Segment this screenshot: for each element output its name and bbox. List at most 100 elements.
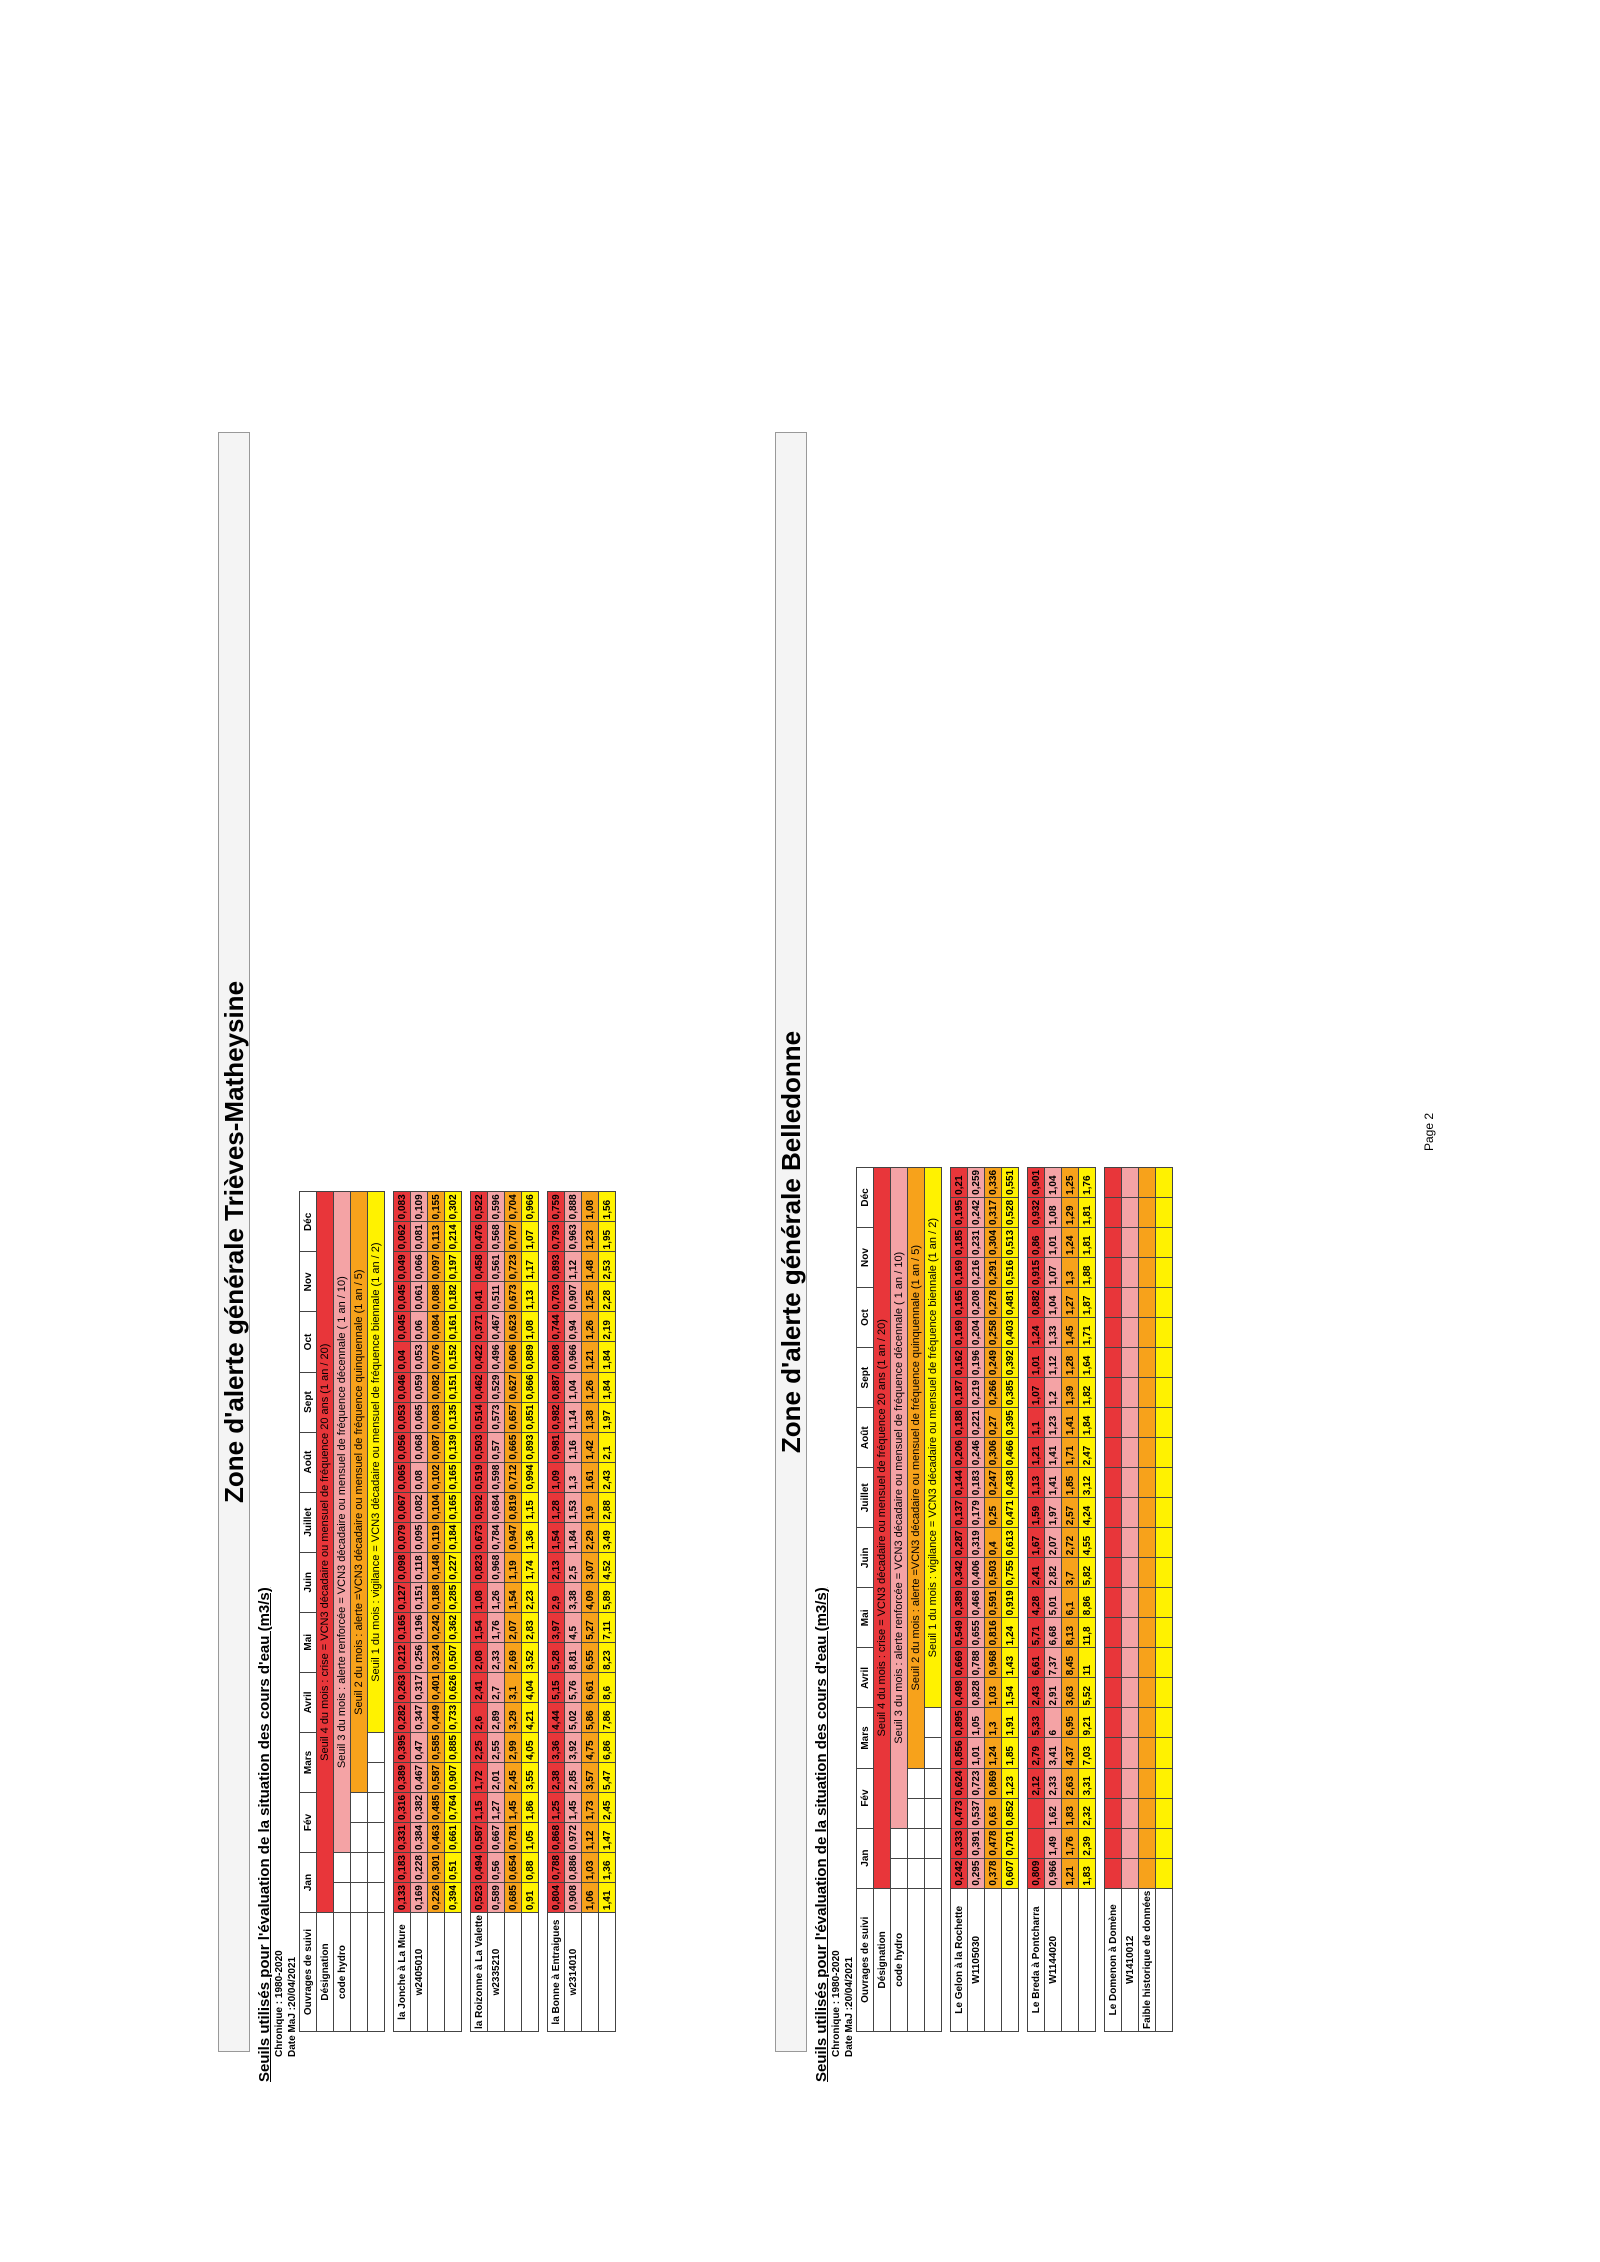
seuil-2: Seuil 3 du mois : alerte renforcée = VCN… — [890, 1167, 908, 1829]
value-cell: 2,43 — [1027, 1677, 1045, 1708]
value-cell — [1138, 1377, 1156, 1408]
value-cell — [1027, 1798, 1045, 1829]
value-cell: 6,68 — [1044, 1617, 1062, 1648]
value-cell: 0,919 — [1001, 1587, 1019, 1618]
value-cell: 0,259 — [967, 1167, 985, 1198]
value-cell — [1121, 1497, 1139, 1528]
value-cell: 0,21 — [950, 1167, 968, 1198]
value-cell — [1121, 1437, 1139, 1468]
value-cell: 0,395 — [1001, 1407, 1019, 1438]
value-cell: 4,75 — [581, 1732, 599, 1763]
value-cell: 0,095 — [410, 1522, 428, 1553]
legend-label — [924, 1888, 942, 2032]
station-row: Le Domenon à Domène — [1104, 1167, 1122, 2032]
value-cell: 0,591 — [984, 1587, 1002, 1618]
value-cell: 0,256 — [410, 1642, 428, 1673]
value-cell: 0,148 — [427, 1552, 445, 1583]
value-cell: 0,528 — [1001, 1197, 1019, 1228]
value-cell: 0,278 — [984, 1287, 1002, 1318]
value-cell: 2,91 — [1044, 1677, 1062, 1708]
value-cell: 0,083 — [393, 1191, 411, 1222]
value-cell: 0,389 — [950, 1587, 968, 1618]
blank-cell — [350, 1852, 368, 1883]
value-cell: 0,102 — [427, 1462, 445, 1493]
value-cell: 0,046 — [393, 1372, 411, 1403]
value-cell: 0,932 — [1027, 1197, 1045, 1228]
station-label: w2405010 — [410, 1912, 428, 2032]
value-cell — [1138, 1287, 1156, 1318]
value-cell — [1138, 1227, 1156, 1258]
blank-cell — [350, 1822, 368, 1853]
station-row: Faible historique de données — [1138, 1167, 1156, 2032]
value-cell: 1,41 — [598, 1882, 616, 1913]
value-cell: 1,21 — [1061, 1858, 1079, 1889]
value-cell — [1104, 1768, 1122, 1799]
value-cell: 1,3 — [564, 1462, 582, 1493]
value-cell — [1155, 1347, 1173, 1378]
value-cell: 0,084 — [427, 1311, 445, 1342]
value-cell: 0,319 — [967, 1527, 985, 1558]
month-header: Mai — [299, 1612, 317, 1673]
value-cell: 1,1 — [1027, 1407, 1045, 1438]
value-cell: 0,907 — [444, 1762, 462, 1793]
value-cell: 3,41 — [1044, 1737, 1062, 1769]
value-cell: 0,784 — [487, 1522, 505, 1553]
value-cell: 6,61 — [581, 1672, 599, 1703]
chronique: Chronique : 1980-2020 — [831, 1950, 842, 2057]
value-cell: 4,28 — [1027, 1587, 1045, 1618]
value-cell: 0,139 — [444, 1432, 462, 1463]
value-cell — [1104, 1737, 1122, 1769]
value-cell: 1,41 — [1044, 1467, 1062, 1498]
value-cell: 2,25 — [470, 1732, 488, 1763]
month-header: Nov — [856, 1227, 874, 1288]
value-cell: 0,587 — [427, 1762, 445, 1793]
value-cell: 0,661 — [444, 1822, 462, 1853]
value-cell: 0,406 — [967, 1557, 985, 1588]
value-cell: 0,889 — [521, 1341, 539, 1373]
blank-cell — [907, 1798, 925, 1829]
value-cell — [1155, 1677, 1173, 1708]
legend-label — [907, 1888, 925, 2032]
value-cell — [1104, 1317, 1122, 1348]
value-cell: 0,701 — [1001, 1828, 1019, 1859]
value-cell: 1,08 — [581, 1191, 599, 1222]
value-cell: 2,19 — [598, 1311, 616, 1342]
value-cell: 1,14 — [564, 1402, 582, 1433]
value-cell — [1121, 1798, 1139, 1829]
value-cell — [1138, 1317, 1156, 1348]
value-cell: 0,378 — [984, 1858, 1002, 1889]
value-cell: 1,01 — [1027, 1347, 1045, 1378]
value-cell: 2,9 — [547, 1582, 565, 1613]
value-cell: 0,888 — [564, 1191, 582, 1222]
value-cell: 1,48 — [581, 1251, 599, 1282]
station-label: W1144020 — [1044, 1888, 1062, 2032]
value-cell: 1,39 — [1061, 1377, 1079, 1408]
value-cell: 1,67 — [1027, 1527, 1045, 1558]
value-cell — [1104, 1257, 1122, 1288]
value-cell: 7,86 — [598, 1702, 616, 1733]
gap-row — [942, 1167, 951, 2031]
value-cell: 0,165 — [444, 1462, 462, 1493]
blank-cell — [350, 1882, 368, 1913]
value-cell — [1121, 1768, 1139, 1799]
value-cell: 2,12 — [1027, 1768, 1045, 1799]
station-label — [504, 1912, 522, 2032]
value-cell: 0,592 — [470, 1492, 488, 1523]
value-cell — [1155, 1617, 1173, 1648]
value-cell: 1,12 — [1044, 1347, 1062, 1378]
value-cell: 1,27 — [487, 1792, 505, 1823]
value-cell: 0,216 — [967, 1257, 985, 1288]
value-cell: 1,26 — [581, 1372, 599, 1403]
value-cell: 1,24 — [1001, 1617, 1019, 1648]
value-cell — [1155, 1227, 1173, 1258]
value-cell: 1,23 — [1001, 1768, 1019, 1799]
value-cell: 2,45 — [598, 1792, 616, 1823]
value-cell: 1,06 — [581, 1882, 599, 1913]
value-cell — [1121, 1377, 1139, 1408]
gap-row — [539, 1192, 548, 2032]
month-header: Août — [856, 1407, 874, 1468]
value-cell: 2,01 — [487, 1762, 505, 1793]
value-cell: 0,282 — [393, 1702, 411, 1733]
value-cell — [1138, 1798, 1156, 1829]
